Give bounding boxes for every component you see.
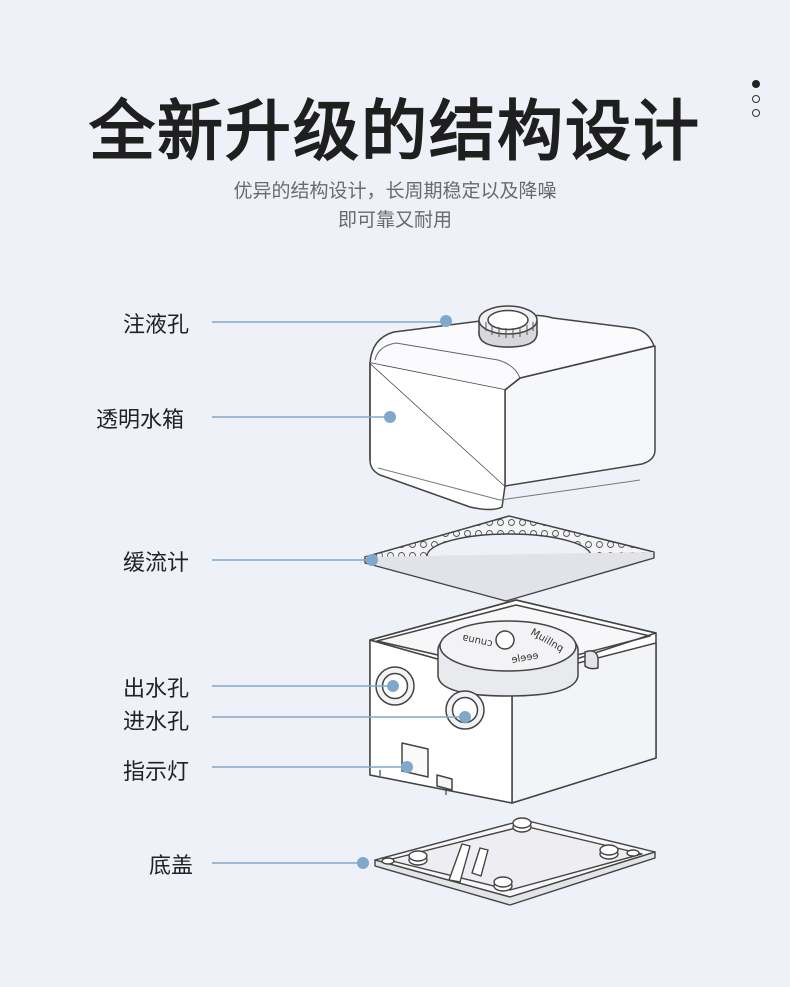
bottom-cover-drawing [374,817,656,906]
leader-lines [212,315,471,869]
subtitle-line-1: 优异的结构设计，长周期稳定以及降噪 [233,180,557,202]
base-body-drawing: ɐunuɔ Ӎuillnq ɘlɘɘɘ [369,599,657,804]
water-tank-drawing [369,305,656,511]
pagination-dot-2[interactable] [752,94,760,103]
flow-buffer-drawing [364,515,655,602]
label-bottom-cover: 底盖 [149,854,194,879]
subtitle-line-2: 即可靠又耐用 [337,209,452,231]
label-fill-hole: 注液孔 [123,313,190,338]
pagination-dot-1[interactable] [752,80,760,88]
label-outlet: 出水孔 [123,677,190,702]
label-water-tank: 透明水箱 [96,408,185,433]
svg-text:ɘlɘɘɘ: ɘlɘɘɘ [511,650,540,666]
page-title: 全新升级的结构设计 [89,93,701,170]
pagination-dots[interactable] [752,80,760,124]
label-flow-buffer: 缓流计 [123,551,190,576]
label-inlet: 进水孔 [123,710,190,735]
label-indicator: 指示灯 [123,760,190,785]
pagination-dot-3[interactable] [752,109,760,117]
